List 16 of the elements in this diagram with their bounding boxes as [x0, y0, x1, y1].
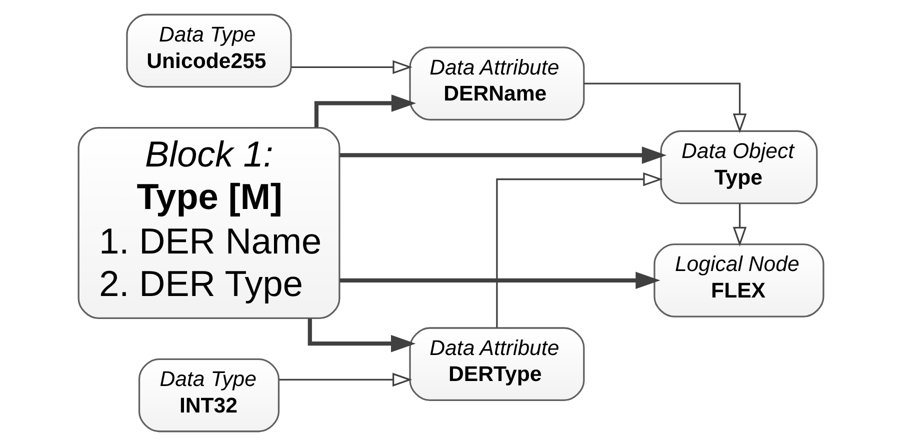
arrow: [732, 204, 746, 247]
arrow: [496, 172, 662, 328]
arrow: [583, 82, 746, 134]
node-box: Logical Node FLEX: [653, 244, 824, 318]
arrow: [340, 146, 666, 164]
node-box: Data Object Type: [660, 130, 818, 204]
arrow: [307, 318, 416, 352]
node-box: Block 1: Type [M] 1. DER Name 2. DER Type: [77, 127, 340, 319]
arrow: [314, 94, 416, 128]
node-box: Data Attribute DERType: [408, 327, 584, 402]
arrow: [278, 372, 412, 387]
arrow: [340, 272, 660, 290]
node-box: Data Attribute DERName: [408, 46, 584, 120]
arrow: [291, 60, 412, 74]
node-box: Data Type INT32: [138, 358, 280, 432]
node-box: Data Type Unicode255: [126, 14, 292, 88]
